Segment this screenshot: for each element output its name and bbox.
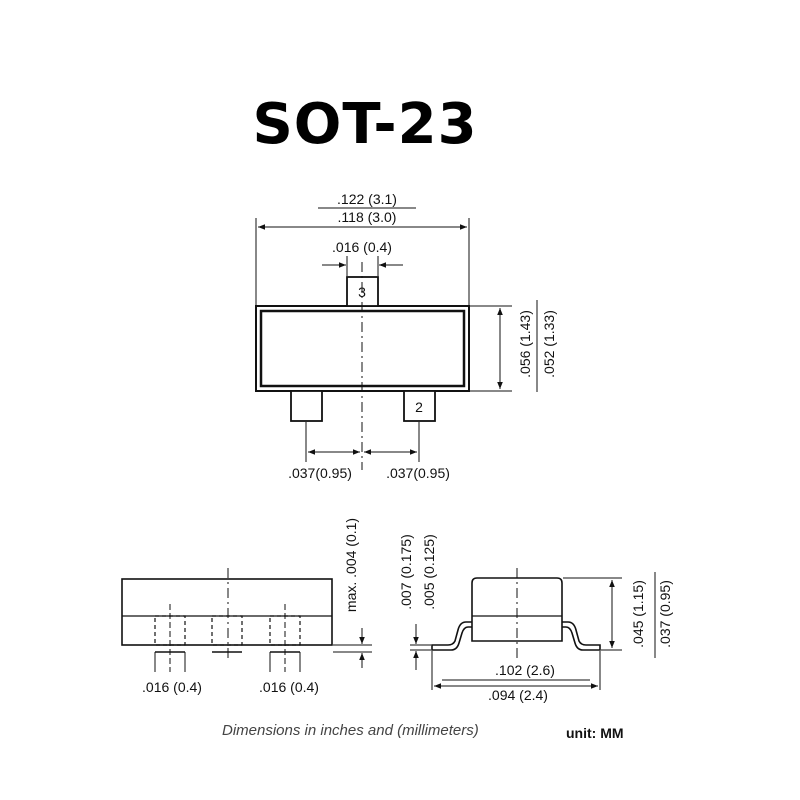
pin-1 bbox=[290, 390, 323, 422]
top-height-max-label: .056 (1.43) bbox=[517, 310, 533, 378]
top-pitch-right-label: .037(0.95) bbox=[386, 465, 450, 481]
side-height-min-label: .037 (0.95) bbox=[657, 580, 673, 648]
side-lead-left bbox=[431, 621, 472, 651]
side-span-max-label: .102 (2.6) bbox=[495, 662, 555, 678]
front-standoff-label: max. .004 (0.1) bbox=[343, 518, 359, 612]
side-body bbox=[471, 577, 563, 642]
side-span-min-label: .094 (2.4) bbox=[488, 687, 548, 703]
pin-2-label: 2 bbox=[415, 399, 423, 415]
unit-label: unit: MM bbox=[566, 725, 624, 741]
front-lead-left-label: .016 (0.4) bbox=[142, 679, 202, 695]
pin-2 bbox=[403, 390, 436, 422]
side-lead-right bbox=[562, 621, 601, 651]
side-lead-thick-max-label: .007 (0.175) bbox=[398, 534, 414, 610]
top-width-max-label: .122 (3.1) bbox=[337, 191, 397, 207]
side-view bbox=[410, 568, 656, 690]
top-view bbox=[255, 207, 538, 470]
package-title: SOT-23 bbox=[252, 92, 478, 157]
top-pitch-left-label: .037(0.95) bbox=[288, 465, 352, 481]
front-view bbox=[121, 568, 372, 672]
top-pin-width-label: .016 (0.4) bbox=[332, 239, 392, 255]
dimensions-note: Dimensions in inches and (millimeters) bbox=[222, 722, 479, 739]
top-height-min-label: .052 (1.33) bbox=[541, 310, 557, 378]
top-width-min-label: .118 (3.0) bbox=[338, 209, 397, 225]
side-lead-thick-min-label: .005 (0.125) bbox=[421, 534, 437, 610]
pin-3-label: 3 bbox=[358, 284, 366, 300]
side-height-max-label: .045 (1.15) bbox=[630, 580, 646, 648]
front-lead-center bbox=[211, 615, 243, 646]
front-lead-right-label: .016 (0.4) bbox=[259, 679, 319, 695]
